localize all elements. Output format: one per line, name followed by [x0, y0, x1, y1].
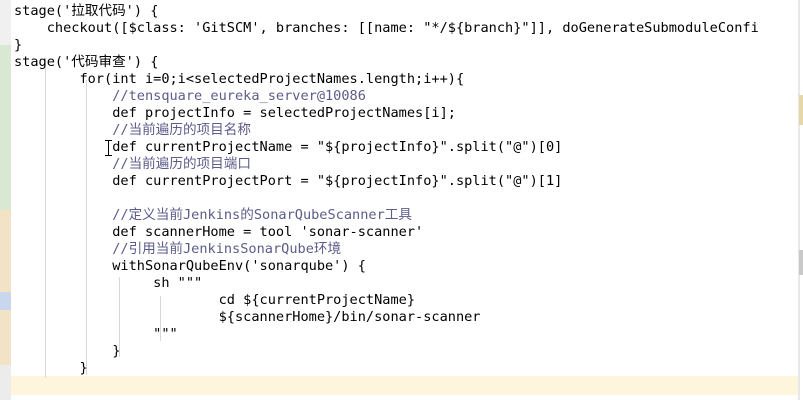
editor-gutter: [0, 0, 11, 400]
code-comment[interactable]: //定义当前Jenkins的SonarQubeScanner工具: [14, 207, 412, 223]
code-line[interactable]: def currentProjectPort = "${projectInfo}…: [14, 173, 563, 189]
code-line[interactable]: checkout([$class: 'GitSCM', branches: [[…: [14, 20, 759, 36]
scrollbar-marker[interactable]: [799, 250, 803, 275]
indent-guide: [86, 80, 87, 375]
code-line[interactable]: }: [14, 360, 88, 376]
change-marker: [0, 292, 11, 310]
code-comment[interactable]: //引用当前JenkinsSonarQube环境: [14, 241, 342, 257]
code-line[interactable]: ${scannerHome}/bin/sonar-scanner: [14, 309, 481, 325]
change-marker: [0, 365, 11, 400]
code-line[interactable]: withSonarQubeEnv('sonarqube') {: [14, 258, 366, 274]
indent-guide: [160, 296, 161, 341]
code-line[interactable]: cd ${currentProjectName}: [14, 292, 416, 308]
code-line[interactable]: def currentProjectName = "${projectInfo}…: [14, 139, 563, 155]
change-marker: [0, 310, 11, 365]
code-line[interactable]: sh """: [14, 275, 203, 291]
code-line[interactable]: }: [14, 37, 23, 53]
code-comment[interactable]: //当前遍历的项目名称: [14, 122, 251, 138]
code-comment[interactable]: //当前遍历的项目端口: [14, 156, 251, 172]
code-line[interactable]: for(int i=0;i<selectedProjectNames.lengt…: [14, 71, 465, 87]
current-line-highlight: [11, 376, 798, 395]
change-marker: [0, 210, 11, 292]
indent-guide: [119, 277, 120, 357]
indent-guide: [45, 60, 46, 378]
code-line[interactable]: def scannerHome = tool 'sonar-scanner': [14, 224, 424, 240]
code-comment[interactable]: //tensquare_eureka_server@10086: [14, 88, 366, 104]
code-line[interactable]: stage('代码审查') {: [14, 54, 159, 70]
change-marker: [0, 45, 11, 210]
text-cursor-icon: [105, 139, 113, 157]
scrollbar-marker[interactable]: [799, 95, 803, 125]
right-margin-rule: [798, 0, 800, 400]
code-line[interactable]: """: [14, 326, 178, 342]
code-line[interactable]: def projectInfo = selectedProjectNames[i…: [14, 105, 456, 121]
code-line[interactable]: }: [14, 343, 121, 359]
code-line[interactable]: stage('拉取代码') {: [14, 3, 159, 19]
